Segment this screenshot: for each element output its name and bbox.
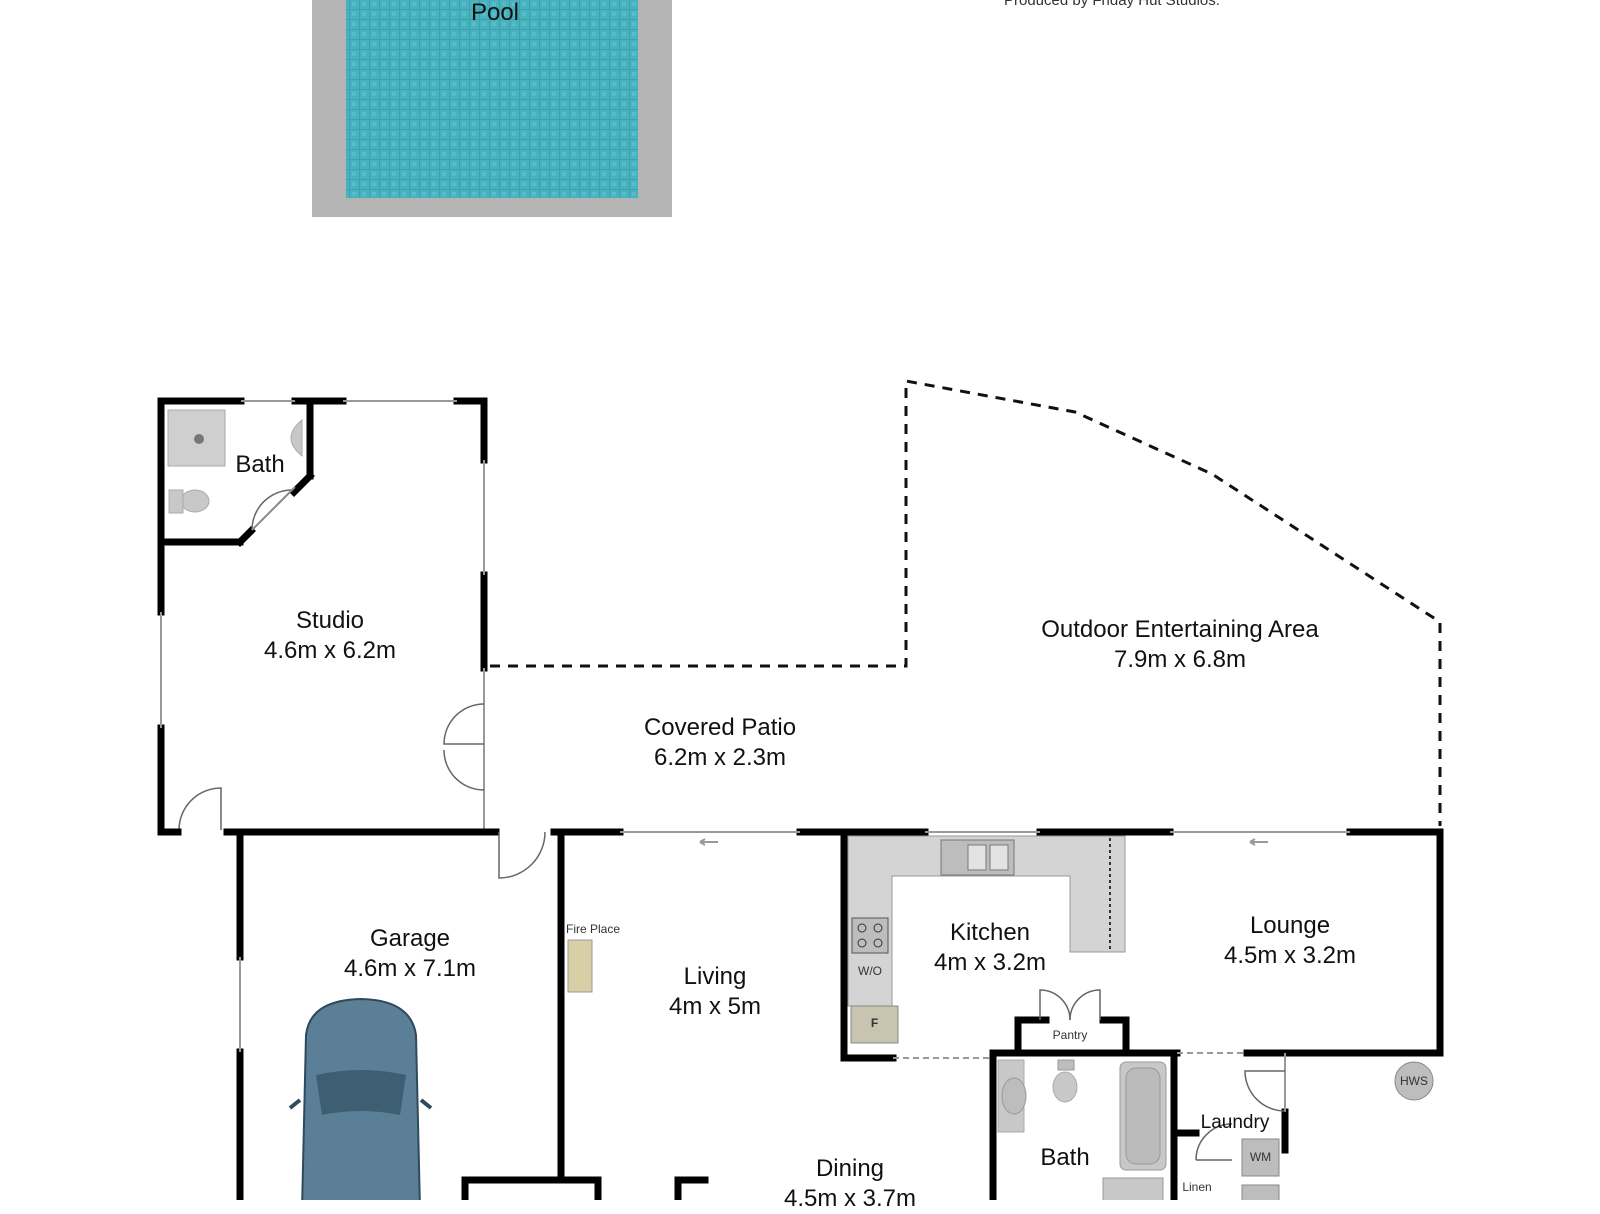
room-label-pool: Pool bbox=[470, 0, 520, 26]
linen-label: Linen bbox=[1182, 1180, 1212, 1194]
room-label-kitchen: Kitchen 4m x 3.2m bbox=[933, 919, 1047, 976]
pool bbox=[312, 0, 672, 217]
wall-oven-label: W/O bbox=[858, 964, 882, 978]
studio-bath-fixtures bbox=[167, 409, 303, 531]
pantry-label: Pantry bbox=[1052, 1028, 1088, 1042]
fireplace-unit bbox=[567, 939, 593, 993]
laundry-fixtures bbox=[1195, 1070, 1286, 1200]
room-label-main-bath: Bath bbox=[1040, 1144, 1090, 1171]
room-label-dining: Dining 4.5m x 3.7m bbox=[783, 1155, 917, 1212]
main-bath-fixtures bbox=[997, 1059, 1167, 1200]
studio-walls bbox=[157, 397, 488, 834]
studio-doors bbox=[178, 703, 485, 831]
room-label-lounge: Lounge 4.5m x 3.2m bbox=[1223, 912, 1357, 969]
outdoor-area-outline bbox=[490, 379, 1442, 826]
pantry-doors bbox=[1039, 989, 1101, 1021]
hws-label: HWS bbox=[1400, 1074, 1428, 1088]
producer-credit: Produced by Friday Hut Studios. bbox=[1004, 0, 1220, 9]
house-walls bbox=[157, 828, 1444, 1200]
car-icon bbox=[288, 997, 433, 1200]
fridge-label: F bbox=[870, 1016, 879, 1030]
room-label-living: Living 4m x 5m bbox=[668, 963, 761, 1020]
house-openings bbox=[239, 831, 1350, 1112]
room-label-studio: Studio 4.6m x 6.2m bbox=[263, 607, 397, 664]
hws-unit bbox=[1394, 1061, 1434, 1101]
kitchen-benches bbox=[847, 835, 1126, 1044]
room-label-garage: Garage 4.6m x 7.1m bbox=[343, 925, 477, 982]
room-label-outdoor: Outdoor Entertaining Area 7.9m x 6.8m bbox=[1041, 616, 1319, 673]
fireplace-label: Fire Place bbox=[566, 922, 621, 936]
studio-windows bbox=[160, 400, 485, 830]
room-label-studio-bath: Bath bbox=[235, 451, 285, 478]
room-label-patio: Covered Patio 6.2m x 2.3m bbox=[643, 714, 797, 771]
washing-machine-label: WM bbox=[1249, 1150, 1272, 1164]
room-label-laundry: Laundry bbox=[1200, 1112, 1270, 1133]
